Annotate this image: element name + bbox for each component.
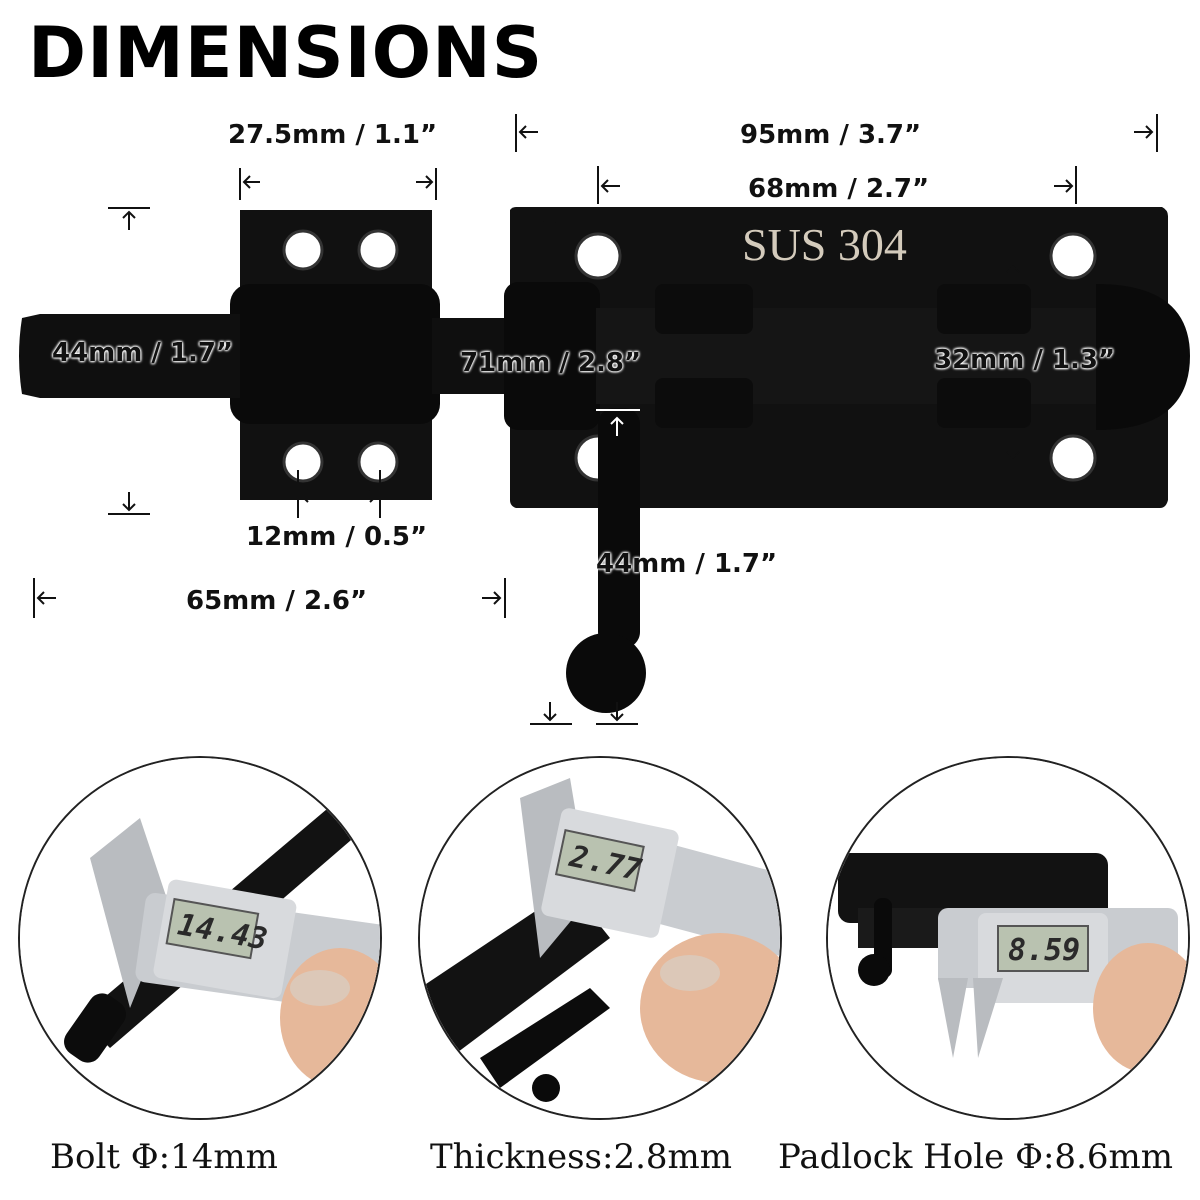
stamp-text: SUS 304: [742, 219, 907, 270]
caption-padlock-hole: Padlock Hole Φ:8.6mm: [778, 1137, 1173, 1177]
photo-thickness-measurement: 2.77: [418, 756, 782, 1120]
dim-hole-spacing: 68mm / 2.7”: [748, 174, 930, 204]
page-title: DIMENSIONS: [28, 12, 544, 94]
barrel-bolt-drawing: SUS 304: [19, 114, 1190, 725]
dim-plate-length: 95mm / 3.7”: [740, 120, 922, 150]
caliper-photo-1: 14.43: [20, 758, 380, 1118]
dim-bolt-extension: 65mm / 2.6”: [186, 586, 368, 616]
dim-latch-width: 27.5mm / 1.1”: [228, 120, 438, 150]
dim-handle-length: 44mm / 1.7”: [596, 549, 778, 579]
dim-bolt-length: 71mm / 2.8”: [460, 348, 642, 378]
dim-latch-hole-spacing: 12mm / 0.5”: [246, 522, 428, 552]
caliper-photo-3: 8.59: [828, 758, 1188, 1118]
dim-latch-height: 44mm / 1.7”: [52, 338, 234, 368]
dim-plate-height: 32mm / 1.3”: [934, 345, 1116, 375]
photo-padlock-hole-measurement: 8.59: [826, 756, 1190, 1120]
lcd-reading-3: 8.59: [1008, 933, 1080, 968]
bolt-handle: [566, 408, 646, 713]
keeper-bracket: [230, 210, 440, 500]
caliper-photo-2: 2.77: [420, 758, 780, 1118]
photo-bolt-measurement: 14.43: [18, 756, 382, 1120]
caption-bolt: Bolt Φ:14mm: [50, 1137, 278, 1177]
dimension-lines: [33, 114, 1158, 725]
mounting-plate: [504, 207, 1190, 508]
caption-thickness: Thickness:2.8mm: [430, 1137, 733, 1177]
